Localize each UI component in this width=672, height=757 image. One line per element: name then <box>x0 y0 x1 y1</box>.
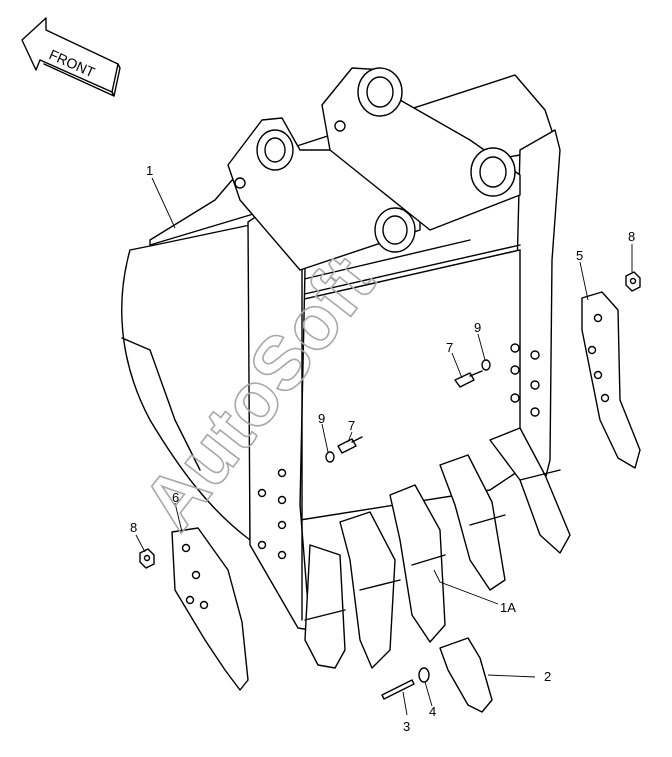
callout-8a: 8 <box>628 229 635 244</box>
pin-boss <box>234 67 516 253</box>
callout-1a: 1A <box>500 600 516 615</box>
callout-7b: 7 <box>348 418 355 433</box>
callout-8b: 8 <box>130 520 137 535</box>
bolt-7a <box>454 370 483 388</box>
callout-7a: 7 <box>446 340 453 355</box>
washer-9b <box>325 451 335 463</box>
nut-8b <box>139 548 155 569</box>
callout-1: 1 <box>146 163 153 178</box>
bucket-body <box>121 67 561 631</box>
pin-lock-washer <box>418 667 430 683</box>
callout-9a: 9 <box>474 320 481 335</box>
bucket-teeth <box>304 427 571 669</box>
tooth-pin <box>381 679 415 700</box>
front-arrow-icon: FRONT <box>21 17 121 97</box>
nut-8a <box>625 271 641 292</box>
bolt-7b <box>337 436 363 454</box>
callout-5: 5 <box>576 248 583 263</box>
washer-9a <box>481 359 491 371</box>
callout-4: 4 <box>429 704 436 719</box>
callout-9b: 9 <box>318 411 325 426</box>
leader-lines <box>135 177 633 716</box>
side-cutter-left <box>171 527 249 691</box>
side-cutter-right <box>581 291 641 469</box>
callout-6: 6 <box>172 490 179 505</box>
callout-2: 2 <box>544 669 551 684</box>
tooth-exploded <box>439 637 493 713</box>
callout-3: 3 <box>403 719 410 734</box>
